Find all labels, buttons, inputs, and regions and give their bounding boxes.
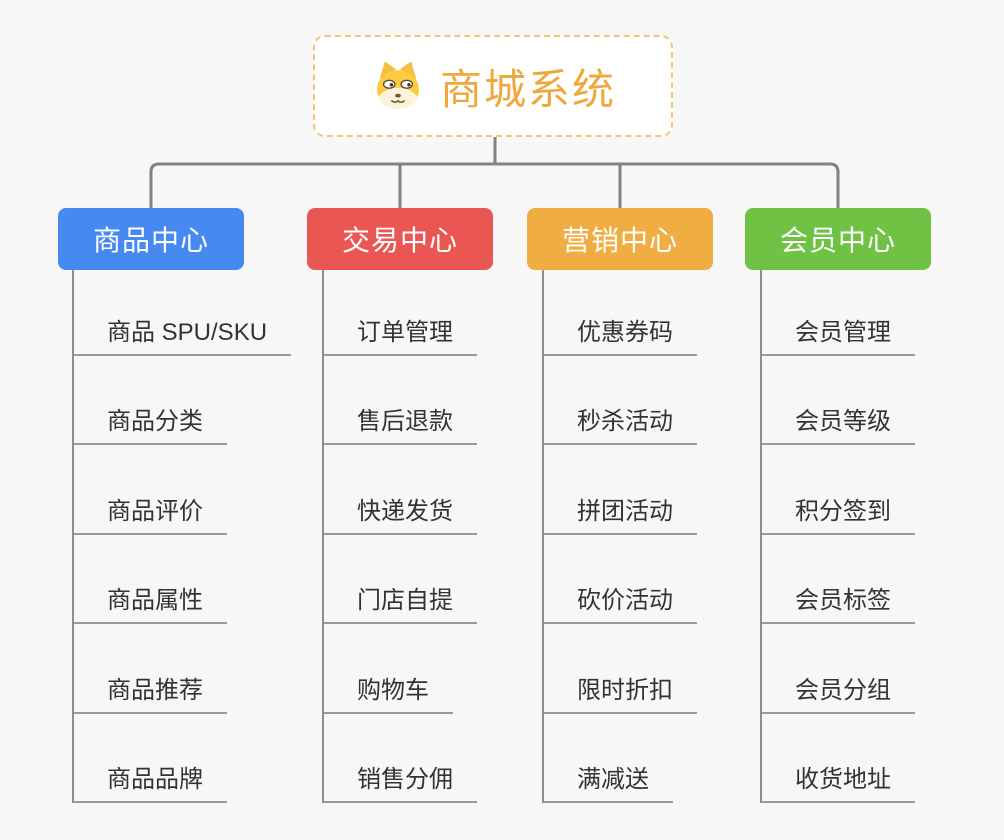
leaf-node[interactable]: 商品属性	[74, 582, 227, 624]
bus-line	[149, 162, 840, 210]
leaf-node[interactable]: 优惠券码	[544, 314, 697, 356]
leaf-node[interactable]: 商品分类	[74, 403, 227, 445]
leaf-node[interactable]: 商品品牌	[74, 761, 227, 803]
leaf-node[interactable]: 销售分佣	[324, 761, 477, 803]
leaf-node[interactable]: 订单管理	[324, 314, 477, 356]
branch-node-marketing-center[interactable]: 营销中心	[527, 208, 713, 270]
leaf-node[interactable]: 会员等级	[762, 403, 915, 445]
branch-node-member-center[interactable]: 会员中心	[745, 208, 931, 270]
leaf-node[interactable]: 拼团活动	[544, 493, 697, 535]
leaf-node[interactable]: 门店自提	[324, 582, 477, 624]
leaf-column-product: 商品 SPU/SKU 商品分类 商品评价 商品属性 商品推荐 商品品牌	[72, 270, 292, 803]
leaf-node[interactable]: 砍价活动	[544, 582, 697, 624]
leaf-node[interactable]: 会员管理	[762, 314, 915, 356]
leaf-node[interactable]: 快递发货	[324, 493, 477, 535]
branch-label: 商品中心	[92, 225, 209, 256]
leaf-node[interactable]: 秒杀活动	[544, 403, 697, 445]
root-node-title: 商城系统	[439, 65, 616, 113]
root-node-mall-system[interactable]: 商城系统	[313, 35, 673, 137]
leaf-node[interactable]: 售后退款	[324, 403, 477, 445]
leaf-node[interactable]: 商品推荐	[74, 672, 227, 714]
leaf-node[interactable]: 积分签到	[762, 493, 915, 535]
leaf-column-trade: 订单管理 售后退款 快递发货 门店自提 购物车 销售分佣	[322, 270, 477, 803]
leaf-node[interactable]: 限时折扣	[544, 672, 697, 714]
leaf-node[interactable]: 购物车	[324, 672, 453, 714]
branch-label: 交易中心	[341, 225, 458, 256]
branch-node-product-center[interactable]: 商品中心	[58, 208, 244, 270]
leaf-column-member: 会员管理 会员等级 积分签到 会员标签 会员分组 收货地址	[760, 270, 915, 803]
leaf-node[interactable]: 商品 SPU/SKU	[74, 314, 292, 356]
leaf-node[interactable]: 收货地址	[762, 761, 915, 803]
leaf-node[interactable]: 会员分组	[762, 672, 915, 714]
leaf-column-marketing: 优惠券码 秒杀活动 拼团活动 砍价活动 限时折扣 满减送	[542, 270, 697, 803]
leaf-node[interactable]: 满减送	[544, 761, 673, 803]
branch-node-trade-center[interactable]: 交易中心	[307, 208, 493, 270]
leaf-node[interactable]: 商品评价	[74, 493, 227, 535]
dog-face-icon	[376, 61, 419, 109]
leaf-node[interactable]: 会员标签	[762, 582, 915, 624]
branch-label: 会员中心	[779, 225, 896, 256]
branch-label: 营销中心	[561, 225, 678, 256]
